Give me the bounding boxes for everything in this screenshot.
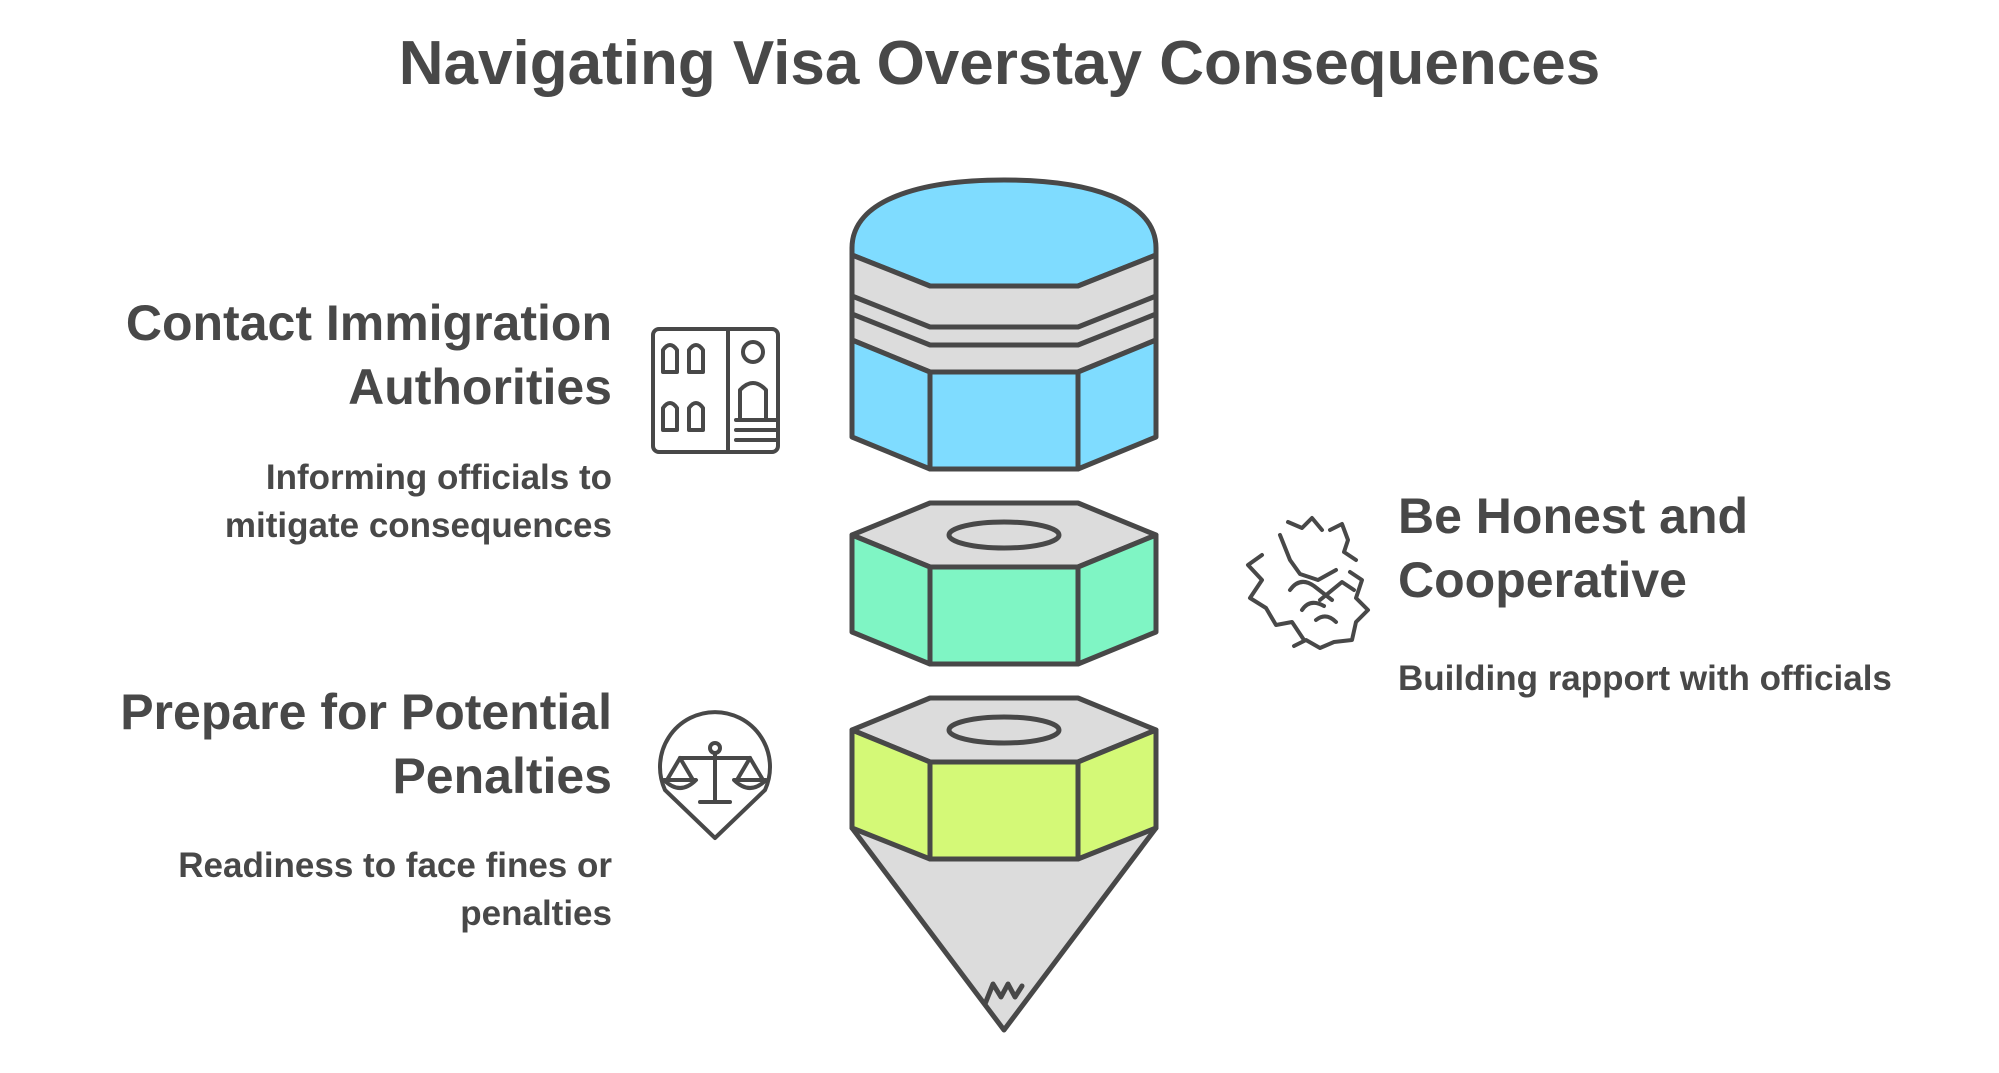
pencil-tip-lead <box>982 981 1025 1007</box>
pencil-segment-1-band-line-2 <box>849 311 1159 348</box>
pencil-segment-3 <box>849 695 1159 1033</box>
step-2-heading-line-1: Be Honest and <box>1398 488 1749 544</box>
step-1-description: Informing officials to mitigate conseque… <box>60 454 612 550</box>
step-3-description: Readiness to face fines or penalties <box>60 842 612 938</box>
pencil-segment-2-hole <box>946 519 1062 551</box>
pencil-segment-1 <box>849 177 1159 472</box>
building-icon <box>651 327 780 454</box>
step-3-description-line-2: penalties <box>460 894 612 933</box>
step-1-heading: Contact Immigration Authorities <box>60 291 612 419</box>
step-1-heading-line-1: Contact Immigration <box>125 295 612 351</box>
step-1-heading-line-2: Authorities <box>348 359 612 415</box>
step-2-description-line-1: Building rapport with officials <box>1398 659 1892 698</box>
step-2-heading-line-2: Cooperative <box>1398 552 1687 608</box>
step-1-description-line-2: mitigate consequences <box>224 506 612 545</box>
step-1-description-line-1: Informing officials to <box>265 458 612 497</box>
step-3-heading-line-2: Penalties <box>392 748 612 804</box>
step-2-heading: Be Honest and Cooperative <box>1398 484 1958 612</box>
pencil-segment-1-band-line-1 <box>849 293 1159 330</box>
step-3-heading-line-1: Prepare for Potential <box>120 684 612 740</box>
step-2-description: Building rapport with officials <box>1398 655 1978 703</box>
pencil-segment-2 <box>849 500 1159 667</box>
step-3-heading: Prepare for Potential Penalties <box>60 680 612 808</box>
handshake-icon <box>1246 516 1370 650</box>
pencil-segment-3-hole <box>946 714 1062 746</box>
pencil-segment-1-dome <box>849 177 1159 289</box>
scales-pin-icon <box>658 710 772 840</box>
step-3-description-line-1: Readiness to face fines or <box>178 846 612 885</box>
page-title: Navigating Visa Overstay Consequences <box>398 29 1601 98</box>
